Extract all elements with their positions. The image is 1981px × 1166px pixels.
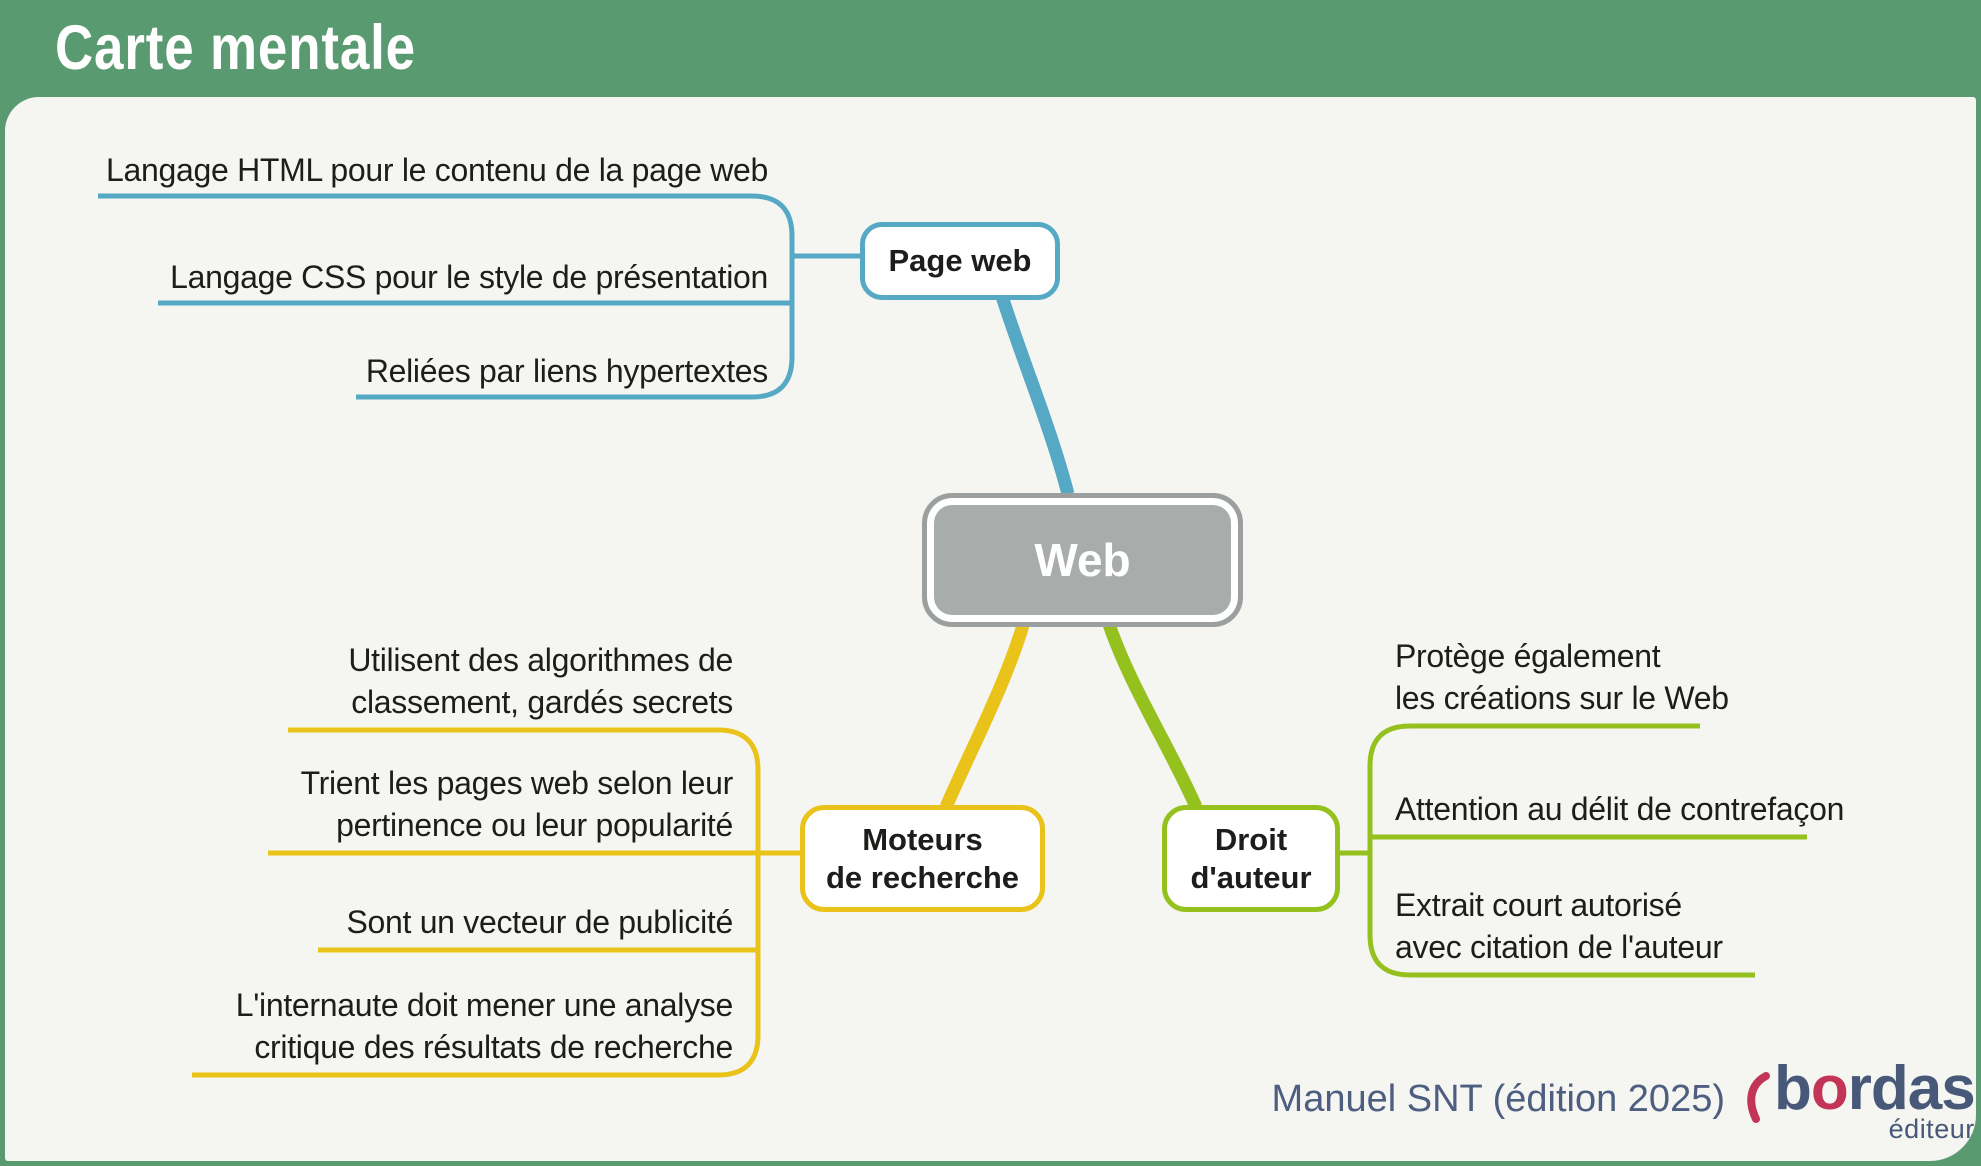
bordas-logo-text: bordas éditeur bbox=[1774, 1058, 1976, 1145]
bordas-logo: bordas éditeur bbox=[1742, 1058, 1976, 1145]
leaf-line: Attention au délit de contrefaçon bbox=[1395, 791, 1845, 827]
leaf-html: Langage HTML pour le contenu de la page … bbox=[68, 149, 768, 191]
leaf-line: Trient les pages web selon leur bbox=[300, 765, 734, 801]
leaf-line: Langage HTML pour le contenu de la page … bbox=[106, 152, 768, 188]
bordas-subtitle: éditeur bbox=[1888, 1114, 1975, 1144]
leaf-extrait: Extrait court autorisé avec citation de … bbox=[1395, 884, 1955, 968]
branch-node-moteurs-de-recherche: Moteurs de recherche bbox=[800, 805, 1045, 912]
leaf-protege: Protège également les créations sur le W… bbox=[1395, 635, 1955, 719]
branch-droit-curve bbox=[1099, 613, 1202, 810]
branch-node-label-line: d'auteur bbox=[1190, 859, 1312, 895]
logo-letter-o: o bbox=[1810, 1054, 1849, 1123]
leaf-line: Reliées par liens hypertextes bbox=[365, 353, 768, 389]
branch-node-label-line: Moteurs bbox=[862, 821, 983, 857]
edition-credit: Manuel SNT (édition 2025) bbox=[1271, 1078, 1725, 1120]
branch-moteurs-curve bbox=[940, 613, 1033, 810]
leaf-contrefacon: Attention au délit de contrefaçon bbox=[1395, 788, 1955, 830]
branch-moteurs-spine bbox=[192, 727, 761, 1078]
leaf-algorithmes: Utilisent des algorithmes de classement,… bbox=[33, 639, 733, 723]
leaf-line: critique des résultats de recherche bbox=[254, 1029, 733, 1065]
bordas-comma-icon bbox=[1747, 1072, 1770, 1123]
branch-node-label-line: Droit bbox=[1214, 821, 1288, 857]
leaf-line: Protège également bbox=[1395, 638, 1661, 674]
leaf-line: Extrait court autorisé bbox=[1395, 887, 1682, 923]
leaf-line: les créations sur le Web bbox=[1395, 680, 1729, 716]
root-node-label: Web bbox=[1034, 534, 1131, 586]
branch-node-label-line: de recherche bbox=[826, 859, 1019, 895]
leaf-publicite: Sont un vecteur de publicité bbox=[33, 901, 733, 943]
branch-pageweb-curve bbox=[993, 288, 1075, 496]
leaf-line: L'internaute doit mener une analyse bbox=[235, 987, 734, 1023]
leaf-analyse-critique: L'internaute doit mener une analyse crit… bbox=[33, 984, 734, 1068]
page-title: Carte mentale bbox=[55, 13, 416, 83]
leaf-css: Langage CSS pour le style de présentatio… bbox=[68, 256, 768, 298]
root-node-web: Web bbox=[922, 493, 1243, 627]
bordas-wordmark: bordas bbox=[1774, 1058, 1976, 1120]
leaf-trient: Trient les pages web selon leur pertinen… bbox=[33, 762, 734, 846]
leaf-line: Langage CSS pour le style de présentatio… bbox=[170, 259, 768, 295]
branch-node-label: Page web bbox=[888, 243, 1032, 278]
branch-node-page-web: Page web bbox=[860, 222, 1060, 300]
leaf-line: classement, gardés secrets bbox=[351, 684, 733, 720]
leaf-line: pertinence ou leur popularité bbox=[336, 807, 733, 843]
branch-node-droit-auteur: Droit d'auteur bbox=[1162, 805, 1340, 912]
logo-letters-rdas: rdas bbox=[1847, 1054, 1976, 1123]
logo-letter-b: b bbox=[1774, 1054, 1812, 1123]
leaf-line: Sont un vecteur de publicité bbox=[346, 904, 733, 940]
leaf-line: avec citation de l'auteur bbox=[1395, 929, 1723, 965]
leaf-line: Utilisent des algorithmes de bbox=[348, 642, 733, 678]
branch-pageweb-spine bbox=[98, 193, 795, 400]
leaf-hypertextes: Reliées par liens hypertextes bbox=[68, 350, 768, 392]
